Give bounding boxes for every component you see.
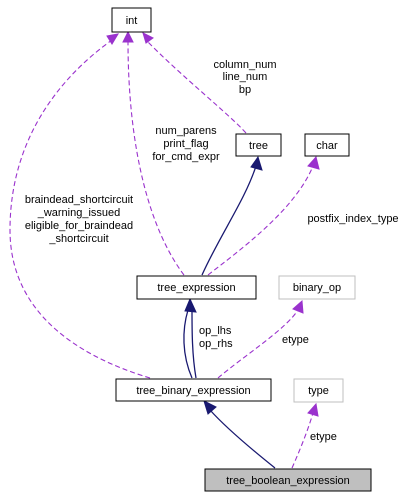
- edge-binexpr-to-binop-head: [292, 299, 304, 314]
- edge-bool-to-binexpr: [209, 409, 276, 469]
- label-binexpr-to-int-line3: eligible_for_braindead: [25, 220, 133, 232]
- label-binexpr-to-expr-line1: op_lhs: [199, 325, 232, 337]
- node-tree-label: tree: [249, 140, 268, 152]
- edge-binexpr-to-binop: [217, 309, 299, 379]
- edge-expr-to-int-head: [122, 30, 134, 43]
- node-tree-expression[interactable]: tree_expression: [136, 275, 257, 300]
- label-expr-to-char: postfix_index_type: [307, 213, 398, 225]
- node-tree-expression-label: tree_expression: [157, 282, 235, 294]
- label-tree-to-int-line1: column_num: [214, 59, 277, 71]
- node-tree-boolean-expression[interactable]: tree_boolean_expression: [204, 468, 372, 492]
- label-expr-to-int-line3: for_cmd_expr: [152, 151, 220, 163]
- node-tree-binary-expression[interactable]: tree_binary_expression: [115, 378, 272, 402]
- edge-bool-to-type-head: [307, 402, 319, 417]
- node-char[interactable]: char: [304, 133, 350, 157]
- label-binexpr-to-binop: etype: [282, 334, 309, 346]
- edge-expr-to-char-head: [307, 155, 320, 170]
- edge-binexpr-to-expr-head: [184, 297, 197, 313]
- node-int[interactable]: int: [111, 7, 152, 33]
- node-char-label: char: [316, 140, 338, 152]
- label-expr-to-int-line2: print_flag: [163, 138, 208, 150]
- edge-binexpr-to-int-head: [106, 33, 119, 45]
- node-int-label: int: [126, 15, 138, 27]
- edge-tree-to-int-head: [142, 32, 154, 44]
- node-tree-binary-expression-label: tree_binary_expression: [136, 385, 250, 397]
- edge-expr-to-tree: [201, 165, 257, 276]
- edge-expr-to-tree-head: [250, 155, 263, 171]
- edge-bool-to-binexpr-head: [203, 400, 217, 415]
- label-tree-to-int-line3: bp: [239, 84, 251, 96]
- edge-binexpr-to-expr-b: [191, 309, 197, 379]
- label-expr-to-int-line1: num_parens: [155, 125, 217, 137]
- edge-tree-to-int: [145, 39, 247, 134]
- node-type[interactable]: type: [293, 378, 344, 403]
- edge-binexpr-to-expr-a: [183, 309, 193, 379]
- label-binexpr-to-int-line2: _warning_issued: [37, 207, 121, 219]
- edge-expr-to-int: [127, 40, 185, 276]
- node-binary-op[interactable]: binary_op: [278, 275, 356, 300]
- label-binexpr-to-expr-line2: op_rhs: [199, 338, 233, 350]
- edge-binexpr-to-int: [9, 39, 151, 379]
- node-tree[interactable]: tree: [235, 133, 282, 157]
- label-bool-to-type: etype: [310, 431, 337, 443]
- node-binary-op-label: binary_op: [293, 282, 341, 294]
- label-binexpr-to-int-line1: braindead_shortcircuit: [25, 194, 133, 206]
- label-tree-to-int-line2: line_num: [223, 71, 268, 83]
- node-type-label: type: [308, 385, 329, 397]
- node-tree-boolean-expression-label: tree_boolean_expression: [226, 475, 350, 487]
- edge-expr-to-char: [207, 165, 314, 276]
- label-binexpr-to-int-line4: _shortcircuit: [48, 233, 108, 245]
